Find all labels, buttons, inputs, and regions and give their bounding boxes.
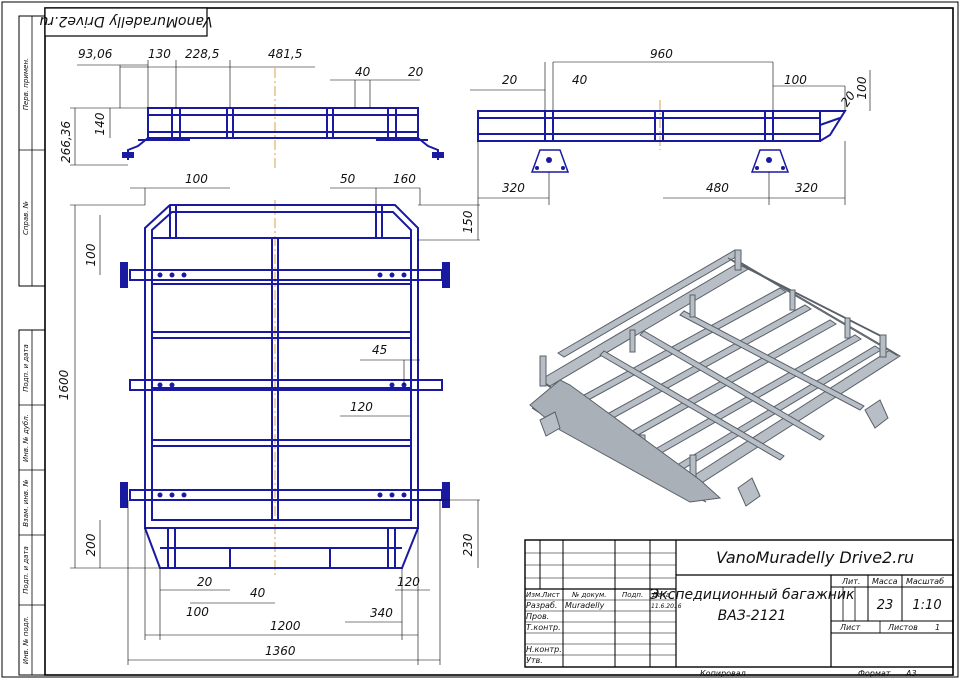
title-name-1: Экспедиционный багажник [648,587,855,603]
strip-sprav: Справ. № [22,201,30,235]
dim-plan-1200: 1200 [270,619,301,633]
title-block-text: VanoMuradelly Drive2.ru Экспедиционный б… [526,548,944,665]
dim-side-480: 480 [706,181,729,195]
tb-razrab-date: 11.6.2016 [651,603,682,610]
dim-front-93: 93,06 [78,47,113,61]
tb-razrab-name: Muradelly [565,601,605,610]
tb-masshtab-label: Масштаб [906,577,944,586]
dim-plan-200: 200 [84,533,98,556]
dim-side-960: 960 [650,47,673,61]
tb-utv: Утв. [526,656,543,665]
dim-plan-40: 40 [250,586,266,600]
title-site: VanoMuradelly Drive2.ru [716,548,914,567]
left-strip: Перв. примен. Справ. № Подп. и дата Инв.… [18,15,46,676]
footer: Копировал Формат A3 [700,669,917,678]
tb-masshtab-value: 1:10 [912,598,941,613]
strip-perv-primen: Перв. примен. [22,58,30,111]
dim-side-20: 20 [502,73,518,87]
dim-plan-20: 20 [197,575,213,589]
footer-format-value: A3 [905,669,917,678]
dim-plan-100-bottom: 100 [186,605,209,619]
tb-list-col: Лист [541,591,561,599]
tb-razrab: Разраб. [526,601,557,610]
dim-side-100-height: 100 [855,76,869,99]
tb-izm: Изм. [526,591,542,599]
plan-view: 100 50 160 150 100 1600 45 120 200 230 2… [57,172,480,665]
dim-plan-150: 150 [461,210,475,233]
strip-vzam-inv: Взам. инв. № [22,479,30,527]
dim-side-40: 40 [572,73,588,87]
dim-front-266: 266,36 [59,121,73,163]
tb-nkontr: Н.контр. [526,645,562,654]
tb-podp: Подп. [622,591,643,599]
side-view: 20 40 960 100 20 100 320 480 320 [470,47,871,205]
dim-side-320-left: 320 [502,181,525,195]
dim-plan-100-left: 100 [84,243,98,266]
dim-side-320-right: 320 [795,181,818,195]
dim-front-228: 228,5 [185,47,219,61]
footer-format-label: Формат [858,669,891,678]
footer-copied: Копировал [700,669,746,678]
title-block [524,539,954,668]
dim-plan-45: 45 [372,343,387,357]
tb-tkontr: Т.контр. [526,623,561,632]
strip-inv-podl: Инв. № подл. [22,616,30,664]
tb-listov-label: Листов [887,623,918,632]
title-name-2: ВАЗ-2121 [718,608,787,624]
tb-massa-label: Масса [872,577,898,586]
dim-plan-160: 160 [393,172,416,186]
dim-plan-100-top: 100 [185,172,208,186]
isometric-view [529,249,901,507]
tb-lit-label: Лит. [841,577,860,586]
tb-doc: № докум. [571,591,607,599]
dim-plan-120-mid: 120 [350,400,373,414]
front-view: 93,06 130 228,5 481,5 40 20 266,36 140 [59,47,444,170]
dim-side-100: 100 [784,73,807,87]
dim-front-40: 40 [355,65,371,79]
tb-list-label: Лист [839,623,861,632]
dim-plan-120-bottom: 120 [397,575,420,589]
dim-plan-340: 340 [370,606,393,620]
dim-plan-50: 50 [340,172,356,186]
top-stamp: VanoMuradelly Drive2.ru [39,7,213,37]
strip-podp-data-2: Подп. и дата [22,546,30,594]
tb-listov-value: 1 [935,623,940,632]
dim-plan-230: 230 [461,533,475,556]
dim-plan-1360: 1360 [265,644,296,658]
dim-front-20: 20 [408,65,424,79]
tb-massa-value: 23 [877,598,894,613]
dim-front-140: 140 [93,112,107,135]
dim-front-481: 481,5 [268,47,302,61]
tb-prov: Пров. [526,612,549,621]
top-stamp-text: VanoMuradelly Drive2.ru [39,13,212,29]
strip-podp-data-1: Подп. и дата [22,344,30,392]
dim-plan-1600: 1600 [57,369,71,400]
tb-data: Дата [651,591,670,599]
strip-inv-dubl: Инв. № дубл. [22,414,30,462]
dim-front-130: 130 [148,47,171,61]
